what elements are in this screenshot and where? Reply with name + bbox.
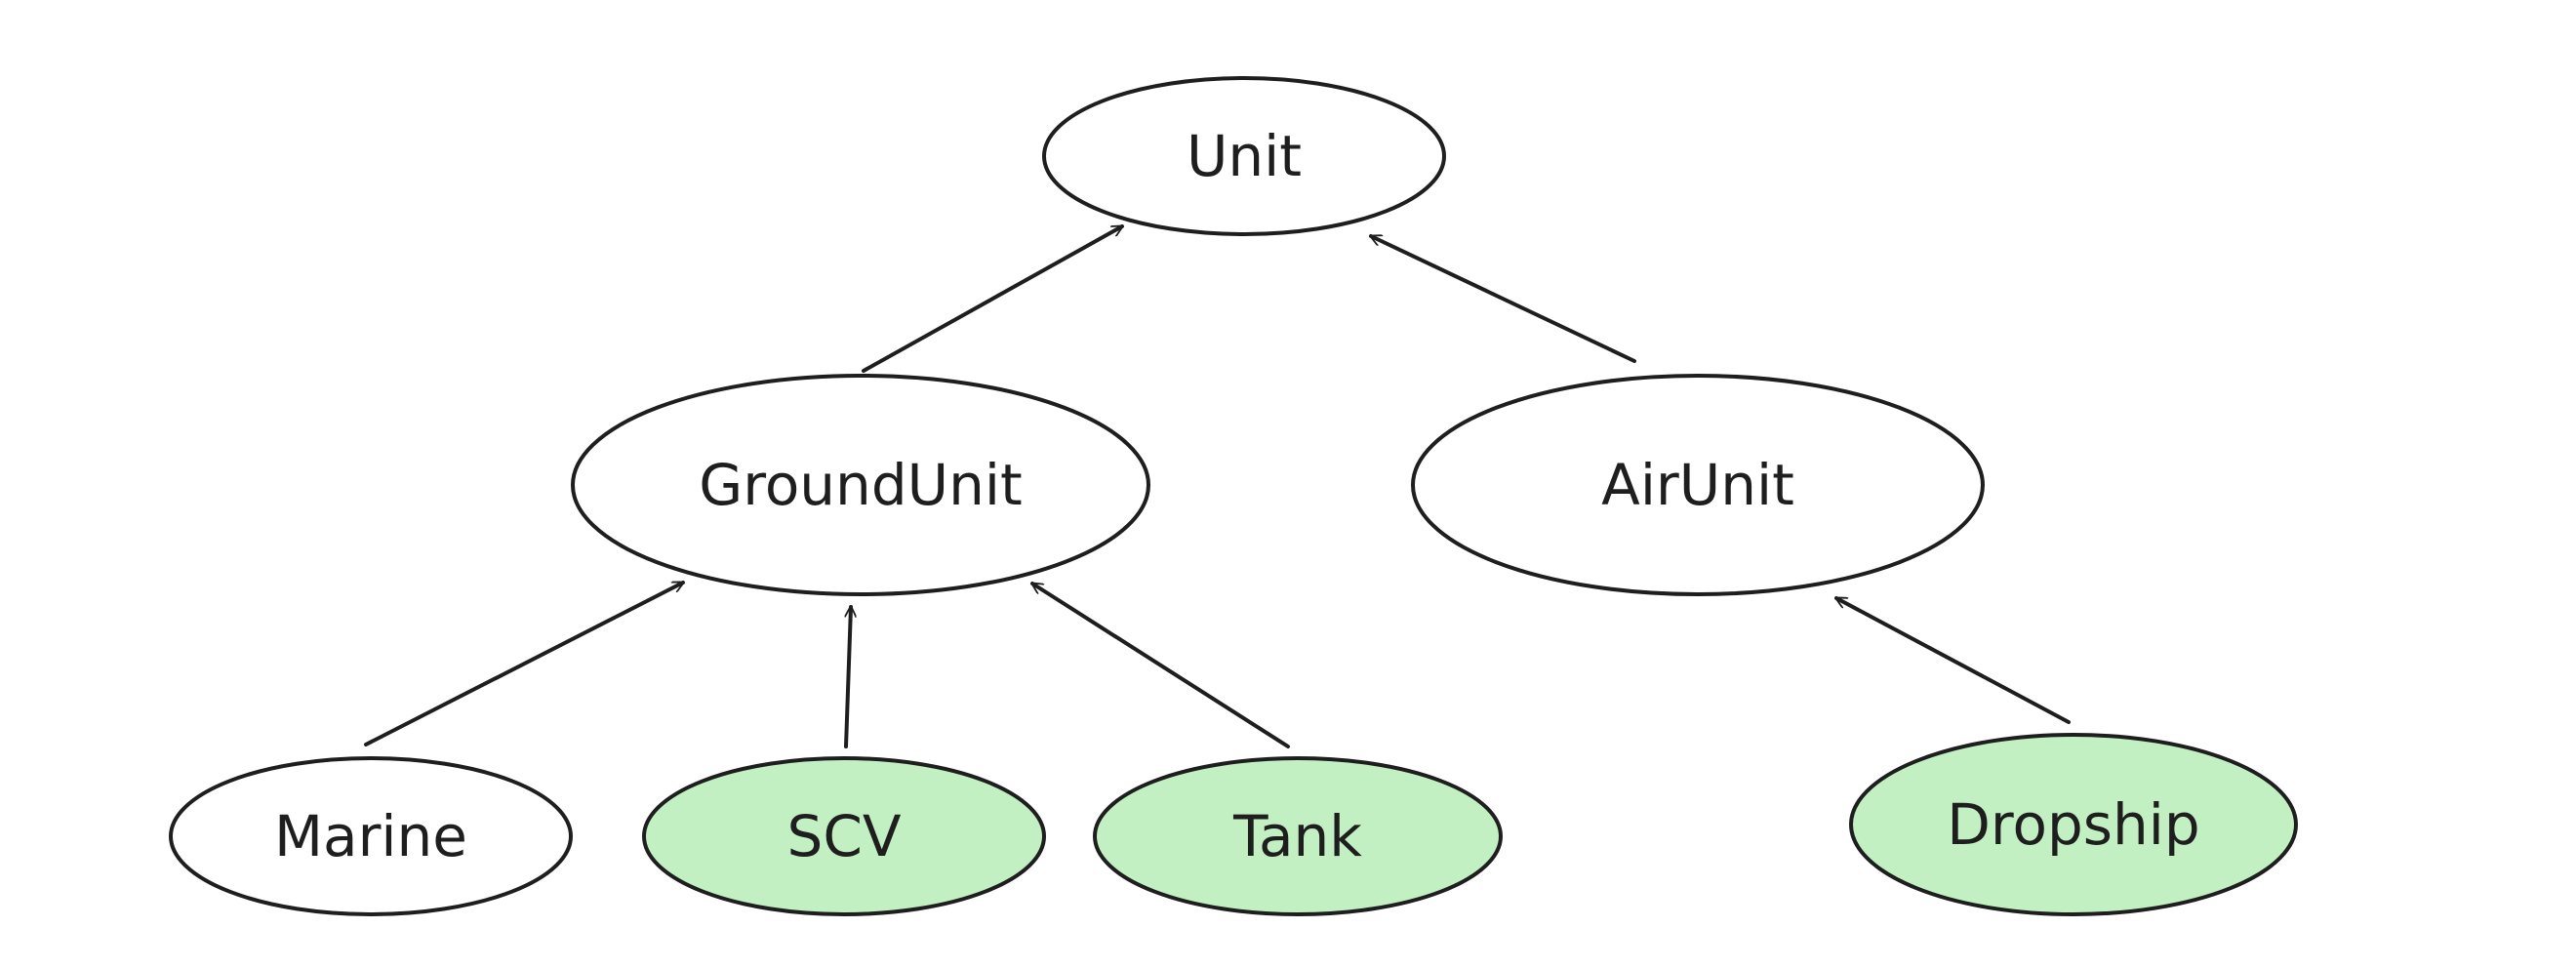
edge-marine-to-groundunit [364,581,685,746]
node-unit: Unit [1042,76,1446,236]
node-ellipse-tank [1093,756,1503,916]
node-label-marine: Marine [274,803,467,869]
node-ellipse-unit [1042,76,1446,236]
node-label-tank: Tank [1232,803,1362,869]
edge-tank-to-groundunit [1030,582,1290,748]
node-airunit: AirUnit [1411,374,1985,596]
node-marine: Marine [169,756,573,916]
node-label-airunit: AirUnit [1601,452,1794,518]
node-label-dropship: Dropship [1947,791,2199,858]
edge-scv-to-groundunit [844,605,851,748]
node-label-groundunit: GroundUnit [699,452,1022,518]
node-ellipse-dropship [1849,733,2298,916]
node-tank: Tank [1093,756,1503,916]
edge-groundunit-to-unit [862,224,1124,373]
edges [364,224,2071,748]
node-ellipse-groundunit [571,374,1150,596]
node-ellipse-airunit [1411,374,1985,596]
edge-dropship-to-airunit [1834,596,2071,724]
node-label-scv: SCV [787,803,902,869]
node-groundunit: GroundUnit [571,374,1150,596]
node-ellipse-marine [169,756,573,916]
node-dropship: Dropship [1849,733,2298,916]
node-ellipse-scv [642,756,1046,916]
node-scv: SCV [642,756,1046,916]
node-label-unit: Unit [1187,123,1302,189]
edge-airunit-to-unit [1369,234,1636,363]
